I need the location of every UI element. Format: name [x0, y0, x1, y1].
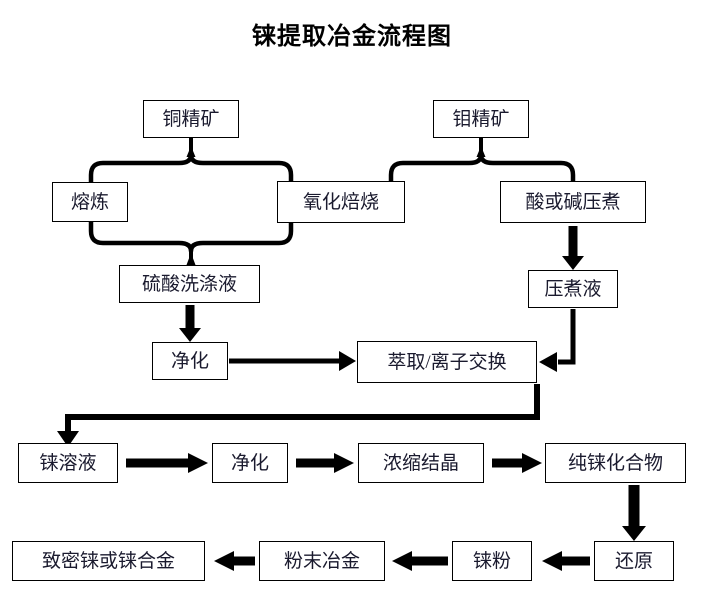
node-extraction-ion-exchange[interactable]: 萃取/离子交换	[357, 341, 537, 383]
edge-molybdenum-to-brace	[388, 138, 576, 203]
node-acid-alkali-pressure-cooking[interactable]: 酸或碱压煮	[500, 181, 646, 223]
edge-purification-to-extract	[229, 351, 356, 371]
node-powder-metallurgy[interactable]: 粉末冶金	[259, 541, 385, 581]
node-purification-first[interactable]: 净化	[152, 342, 228, 380]
edge-liquor-to-extract	[539, 309, 576, 372]
edge-brace-to-wash-liquor	[88, 201, 294, 265]
edge-powder-to-metallurgy	[392, 551, 448, 571]
node-reduction[interactable]: 还原	[594, 541, 674, 581]
page-title: 铼提取冶金流程图	[252, 24, 452, 50]
edge-copper-to-brace	[88, 138, 294, 203]
edge-cryst-to-pure	[492, 453, 542, 473]
edge-pressure-to-liquor	[562, 226, 584, 270]
edge-pure-to-reduction	[622, 485, 646, 541]
node-dense-rhenium-or-alloy[interactable]: 致密铼或铼合金	[12, 541, 205, 581]
node-rhenium-powder[interactable]: 铼粉	[452, 541, 532, 581]
node-concentration-crystallization[interactable]: 浓缩结晶	[358, 443, 484, 483]
edge-wash-to-purification	[179, 305, 201, 342]
node-pressure-leach-liquor[interactable]: 压煮液	[528, 270, 618, 308]
node-oxidative-roasting[interactable]: 氧化焙烧	[277, 181, 405, 223]
node-molybdenum-concentrate[interactable]: 钼精矿	[433, 100, 529, 138]
node-copper-concentrate[interactable]: 铜精矿	[143, 100, 239, 138]
node-sulfuric-wash-liquor[interactable]: 硫酸洗涤液	[119, 265, 260, 303]
edge-purify2-to-cryst	[296, 453, 354, 473]
node-purification-second[interactable]: 净化	[212, 443, 288, 483]
edge-metallurgy-to-dense	[214, 551, 255, 571]
node-smelting[interactable]: 熔炼	[52, 182, 128, 222]
edge-extract-to-solution	[57, 384, 540, 447]
node-pure-rhenium-compound[interactable]: 纯铼化合物	[545, 443, 686, 483]
node-rhenium-solution[interactable]: 铼溶液	[18, 443, 118, 483]
edge-solution-to-purify2	[126, 453, 208, 473]
edge-reduction-to-powder	[542, 551, 590, 571]
